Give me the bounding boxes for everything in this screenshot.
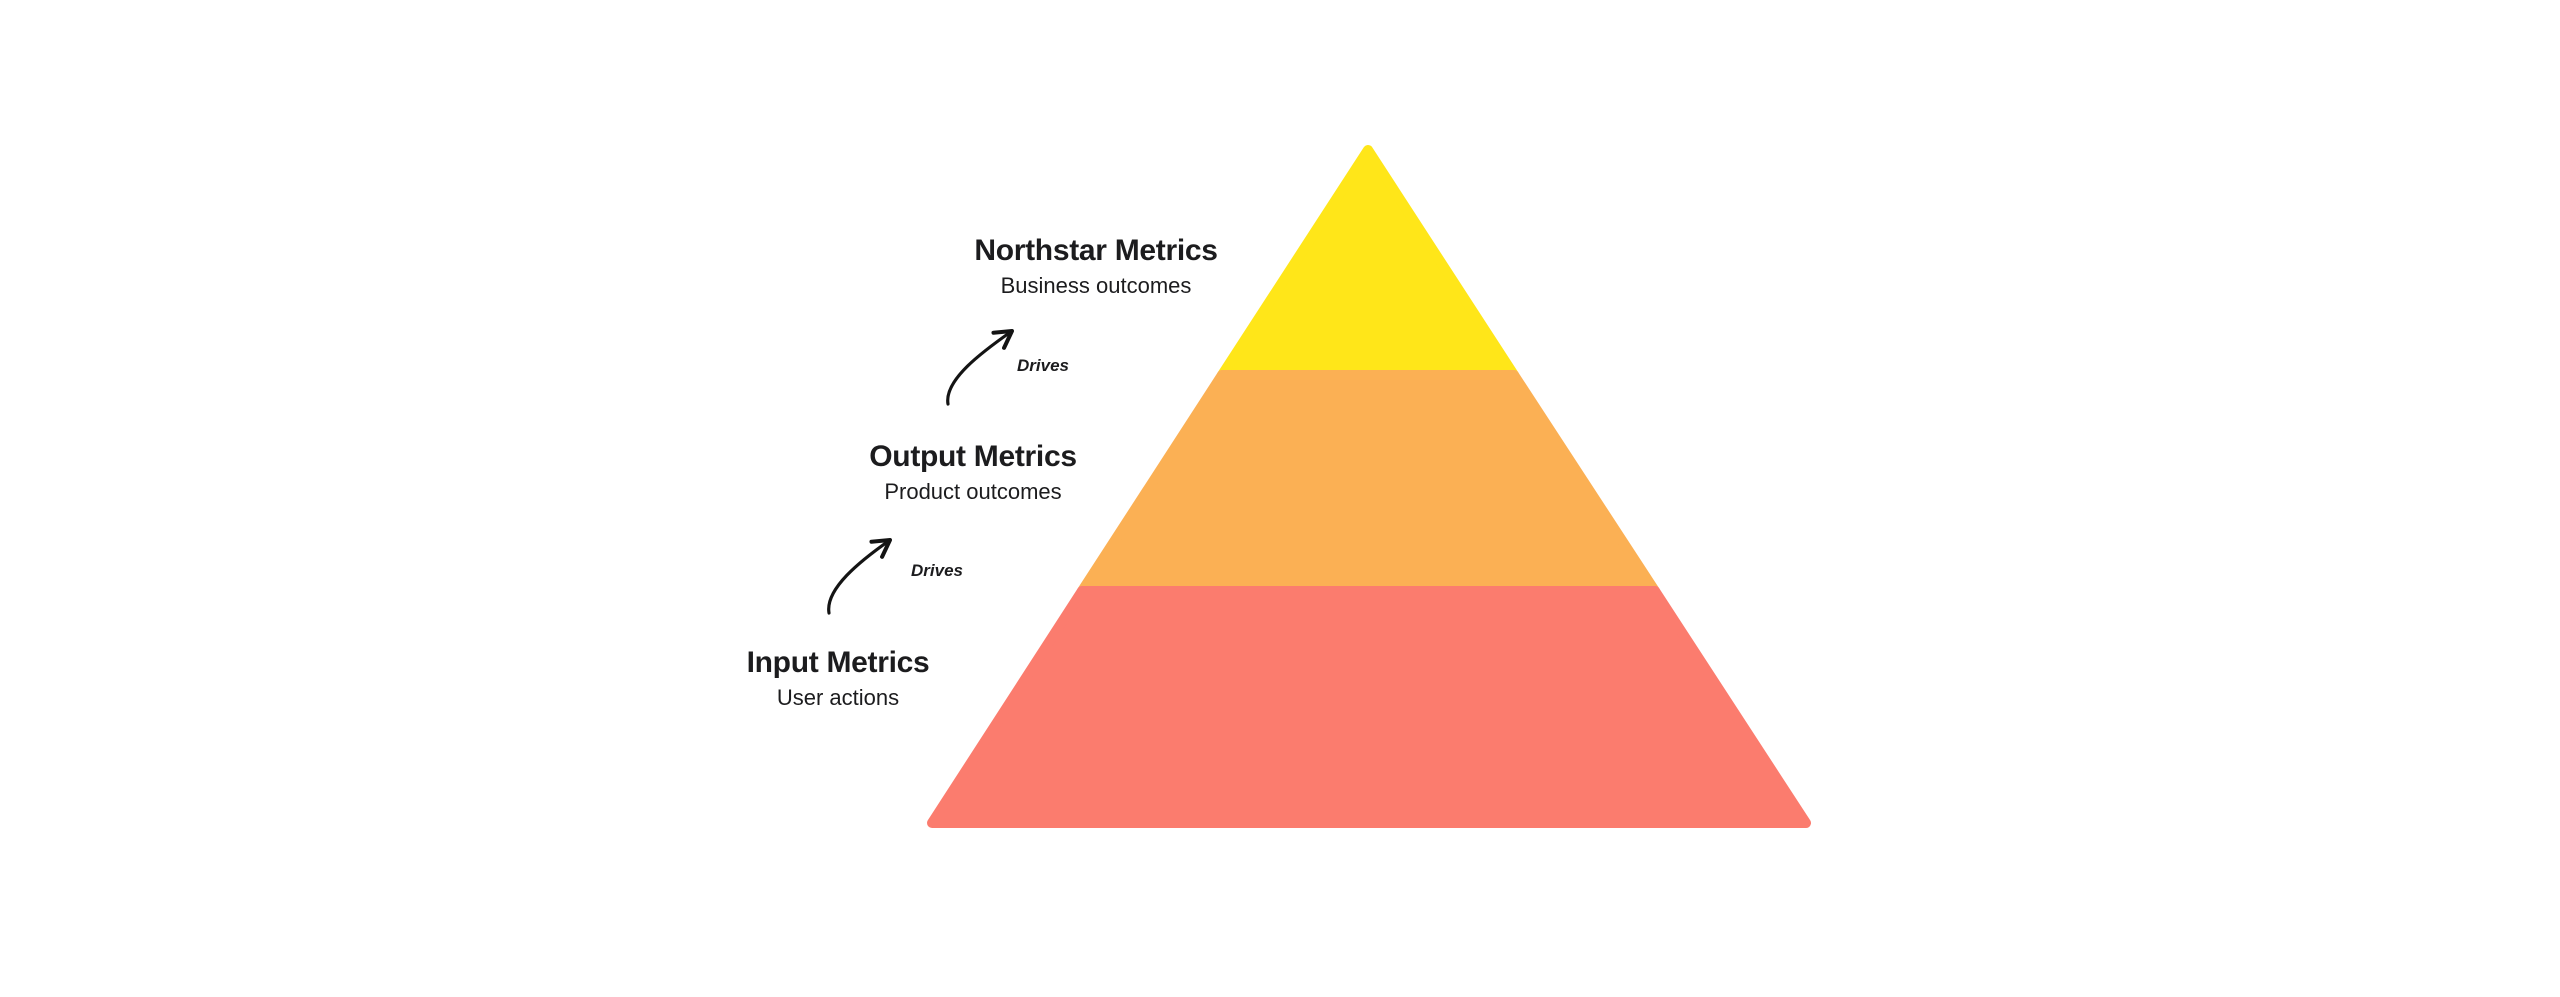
label-group-output: Output Metrics Product outcomes	[869, 439, 1077, 507]
drives-arrow-top	[946, 328, 1015, 406]
drives-label-top: Drives	[1017, 356, 1069, 375]
pyramid-layer-input	[927, 586, 1811, 828]
output-title: Output Metrics	[869, 440, 1077, 473]
northstar-title: Northstar Metrics	[974, 234, 1218, 267]
label-group-input: Input Metrics User actions	[747, 645, 930, 713]
input-title: Input Metrics	[746, 646, 930, 679]
output-subtitle: Product outcomes	[884, 479, 1062, 504]
northstar-subtitle: Business outcomes	[1000, 273, 1192, 298]
pyramid-layer-northstar	[1217, 145, 1519, 380]
pyramid-layer-output	[1077, 370, 1660, 596]
drives-label-bottom: Drives	[911, 561, 963, 580]
input-subtitle: User actions	[776, 685, 900, 710]
drives-arrow-bottom	[827, 537, 893, 615]
label-group-northstar: Northstar Metrics Business outcomes	[974, 233, 1218, 301]
